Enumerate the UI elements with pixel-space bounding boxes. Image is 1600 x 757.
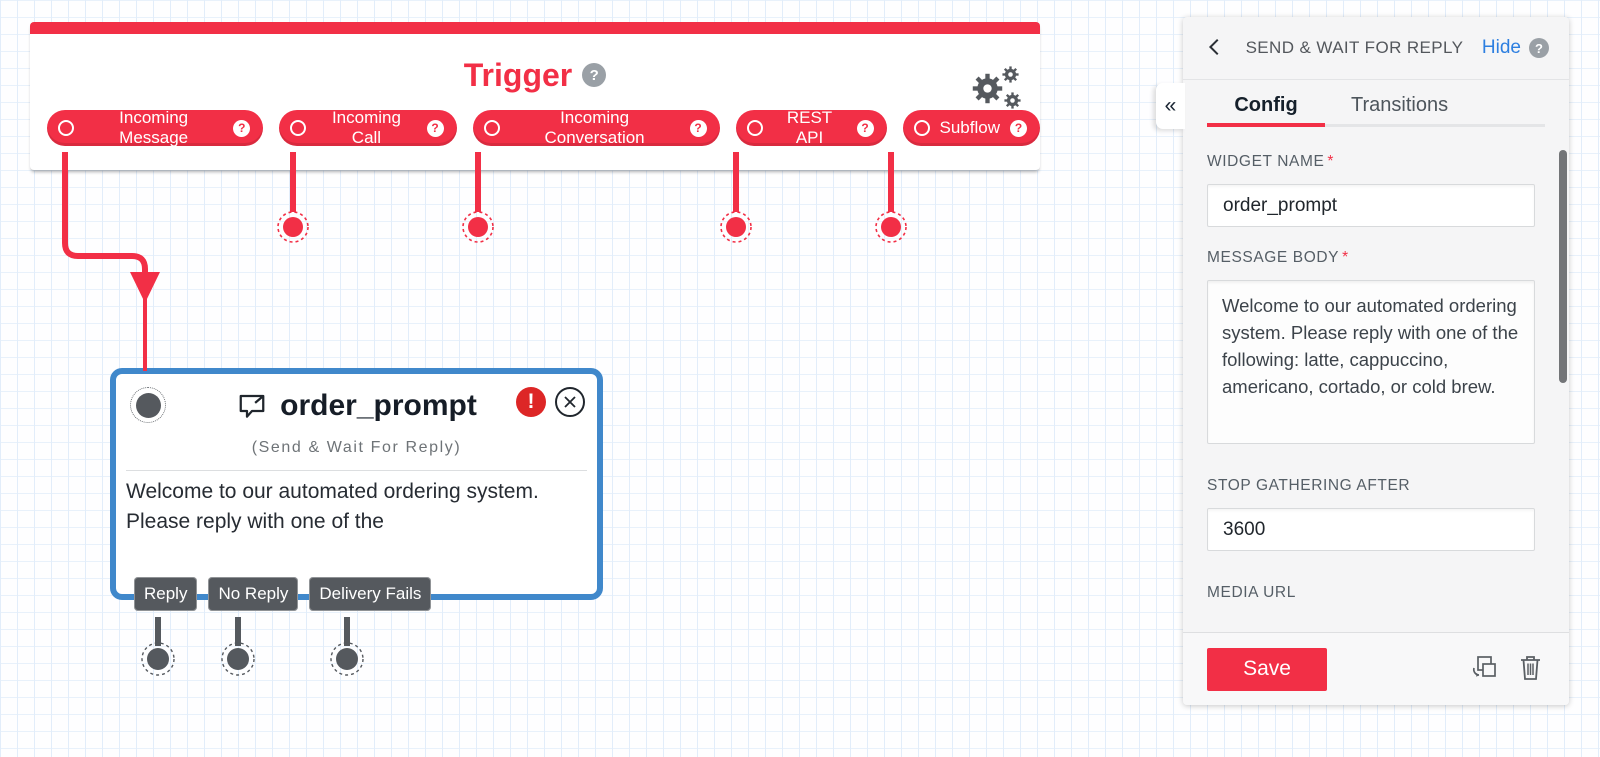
radio-ring-icon xyxy=(290,120,307,136)
label-text: MEDIA URL xyxy=(1207,584,1296,601)
widget-name-input[interactable] xyxy=(1207,184,1535,227)
trigger-connector-dots[interactable] xyxy=(277,211,907,243)
error-badge-icon[interactable]: ! xyxy=(516,387,546,417)
hide-link[interactable]: Hide xyxy=(1481,37,1521,58)
panel-collapse-button[interactable]: « xyxy=(1156,83,1185,129)
trigger-button-row: Incoming Message ? Incoming Call ? Incom… xyxy=(30,96,1040,147)
trigger-accent-bar xyxy=(30,22,1040,34)
config-form: WIDGET NAME* MESSAGE BODY* Welcome to ou… xyxy=(1183,153,1569,602)
close-icon xyxy=(564,396,576,408)
tab-config[interactable]: Config xyxy=(1207,94,1325,117)
transition-stems xyxy=(155,617,350,646)
panel-scrollbar[interactable] xyxy=(1559,150,1567,383)
panel-tabs: Config Transitions xyxy=(1207,94,1545,127)
trigger-widget[interactable]: Trigger ? Incoming Message xyxy=(30,22,1040,170)
trigger-help-icon[interactable]: ? xyxy=(582,63,607,87)
stop-gathering-input[interactable] xyxy=(1207,508,1535,551)
widget-divider xyxy=(126,470,587,471)
transition-connector-dots[interactable] xyxy=(141,642,364,676)
panel-header: SEND & WAIT FOR REPLY Hide ? xyxy=(1183,17,1569,80)
trash-icon xyxy=(1521,656,1540,680)
message-body-label: MESSAGE BODY* xyxy=(1207,249,1545,267)
back-button[interactable] xyxy=(1203,36,1227,60)
panel-footer: Save xyxy=(1183,632,1569,705)
help-icon[interactable]: ? xyxy=(1010,119,1027,137)
transition-button-no-reply[interactable]: No Reply xyxy=(208,577,299,611)
message-bubble-icon xyxy=(239,394,265,418)
widget-name-label: WIDGET NAME* xyxy=(1207,153,1545,171)
connector-incoming-message xyxy=(62,152,160,371)
trigger-button-label: Incoming Message xyxy=(119,108,189,147)
save-button[interactable]: Save xyxy=(1207,647,1327,691)
media-url-label: MEDIA URL xyxy=(1207,584,1545,602)
duplicate-icon xyxy=(1472,656,1496,677)
duplicate-widget-button[interactable] xyxy=(1470,654,1497,684)
transition-button-delivery-fails[interactable]: Delivery Fails xyxy=(309,577,432,611)
message-body-textarea[interactable]: Welcome to our automated ordering system… xyxy=(1207,280,1535,444)
stop-gathering-label: STOP GATHERING AFTER xyxy=(1207,477,1545,495)
widget-input-connector[interactable] xyxy=(130,387,166,423)
required-asterisk: * xyxy=(1327,153,1335,170)
trigger-button-incoming-conversation[interactable]: Incoming Conversation ? xyxy=(472,108,720,147)
label-text: WIDGET NAME xyxy=(1207,153,1325,170)
tab-active-indicator xyxy=(1207,123,1325,127)
trigger-button-label: Incoming Call xyxy=(331,108,401,147)
help-icon[interactable]: ? xyxy=(689,119,707,137)
widget-transition-row: Reply No Reply Delivery Fails xyxy=(134,577,432,611)
widget-type-label: (Send & Wait For Reply) xyxy=(251,439,462,456)
connector-dot xyxy=(135,392,161,418)
help-icon[interactable]: ? xyxy=(856,119,874,137)
collapse-icon: « xyxy=(1164,94,1177,117)
widget-order-prompt[interactable]: order_prompt ! (Send & Wait For Reply) W… xyxy=(110,368,603,611)
widget-config-panel: « SEND & WAIT FOR REPLY Hide ? Config Tr… xyxy=(1156,17,1569,705)
transition-button-reply[interactable]: Reply xyxy=(134,577,198,611)
help-icon[interactable]: ? xyxy=(426,119,444,137)
widget-body-preview: Welcome to our automated ordering system… xyxy=(126,480,539,533)
radio-ring-icon xyxy=(746,120,763,136)
radio-ring-icon xyxy=(483,120,500,136)
radio-ring-icon xyxy=(913,120,930,136)
label-text: STOP GATHERING AFTER xyxy=(1207,477,1411,494)
widget-close-button[interactable] xyxy=(555,387,585,417)
tab-track xyxy=(1207,124,1545,127)
trigger-button-incoming-call[interactable]: Incoming Call ? xyxy=(279,108,457,147)
trigger-button-rest-api[interactable]: REST API ? xyxy=(735,108,887,147)
radio-ring-icon xyxy=(58,120,74,136)
delete-widget-button[interactable] xyxy=(1518,654,1543,684)
panel-title: SEND & WAIT FOR REPLY xyxy=(1245,38,1464,57)
trigger-button-incoming-message[interactable]: Incoming Message ? xyxy=(47,108,264,147)
trigger-button-subflow[interactable]: Subflow ? xyxy=(902,110,1040,146)
panel-help-icon[interactable]: ? xyxy=(1529,38,1549,58)
trigger-title: Trigger xyxy=(463,56,573,93)
trigger-settings-icon[interactable] xyxy=(972,66,1024,114)
trigger-button-label: REST API xyxy=(786,108,833,147)
tab-transitions[interactable]: Transitions xyxy=(1351,94,1449,116)
widget-title: order_prompt xyxy=(280,389,477,422)
help-icon[interactable]: ? xyxy=(233,119,251,137)
label-text: MESSAGE BODY xyxy=(1207,249,1340,266)
chevron-left-icon xyxy=(1208,38,1219,56)
trigger-button-label: Incoming Conversation xyxy=(544,108,645,147)
trigger-button-label: Subflow xyxy=(939,118,1000,137)
required-asterisk: * xyxy=(1342,249,1349,266)
